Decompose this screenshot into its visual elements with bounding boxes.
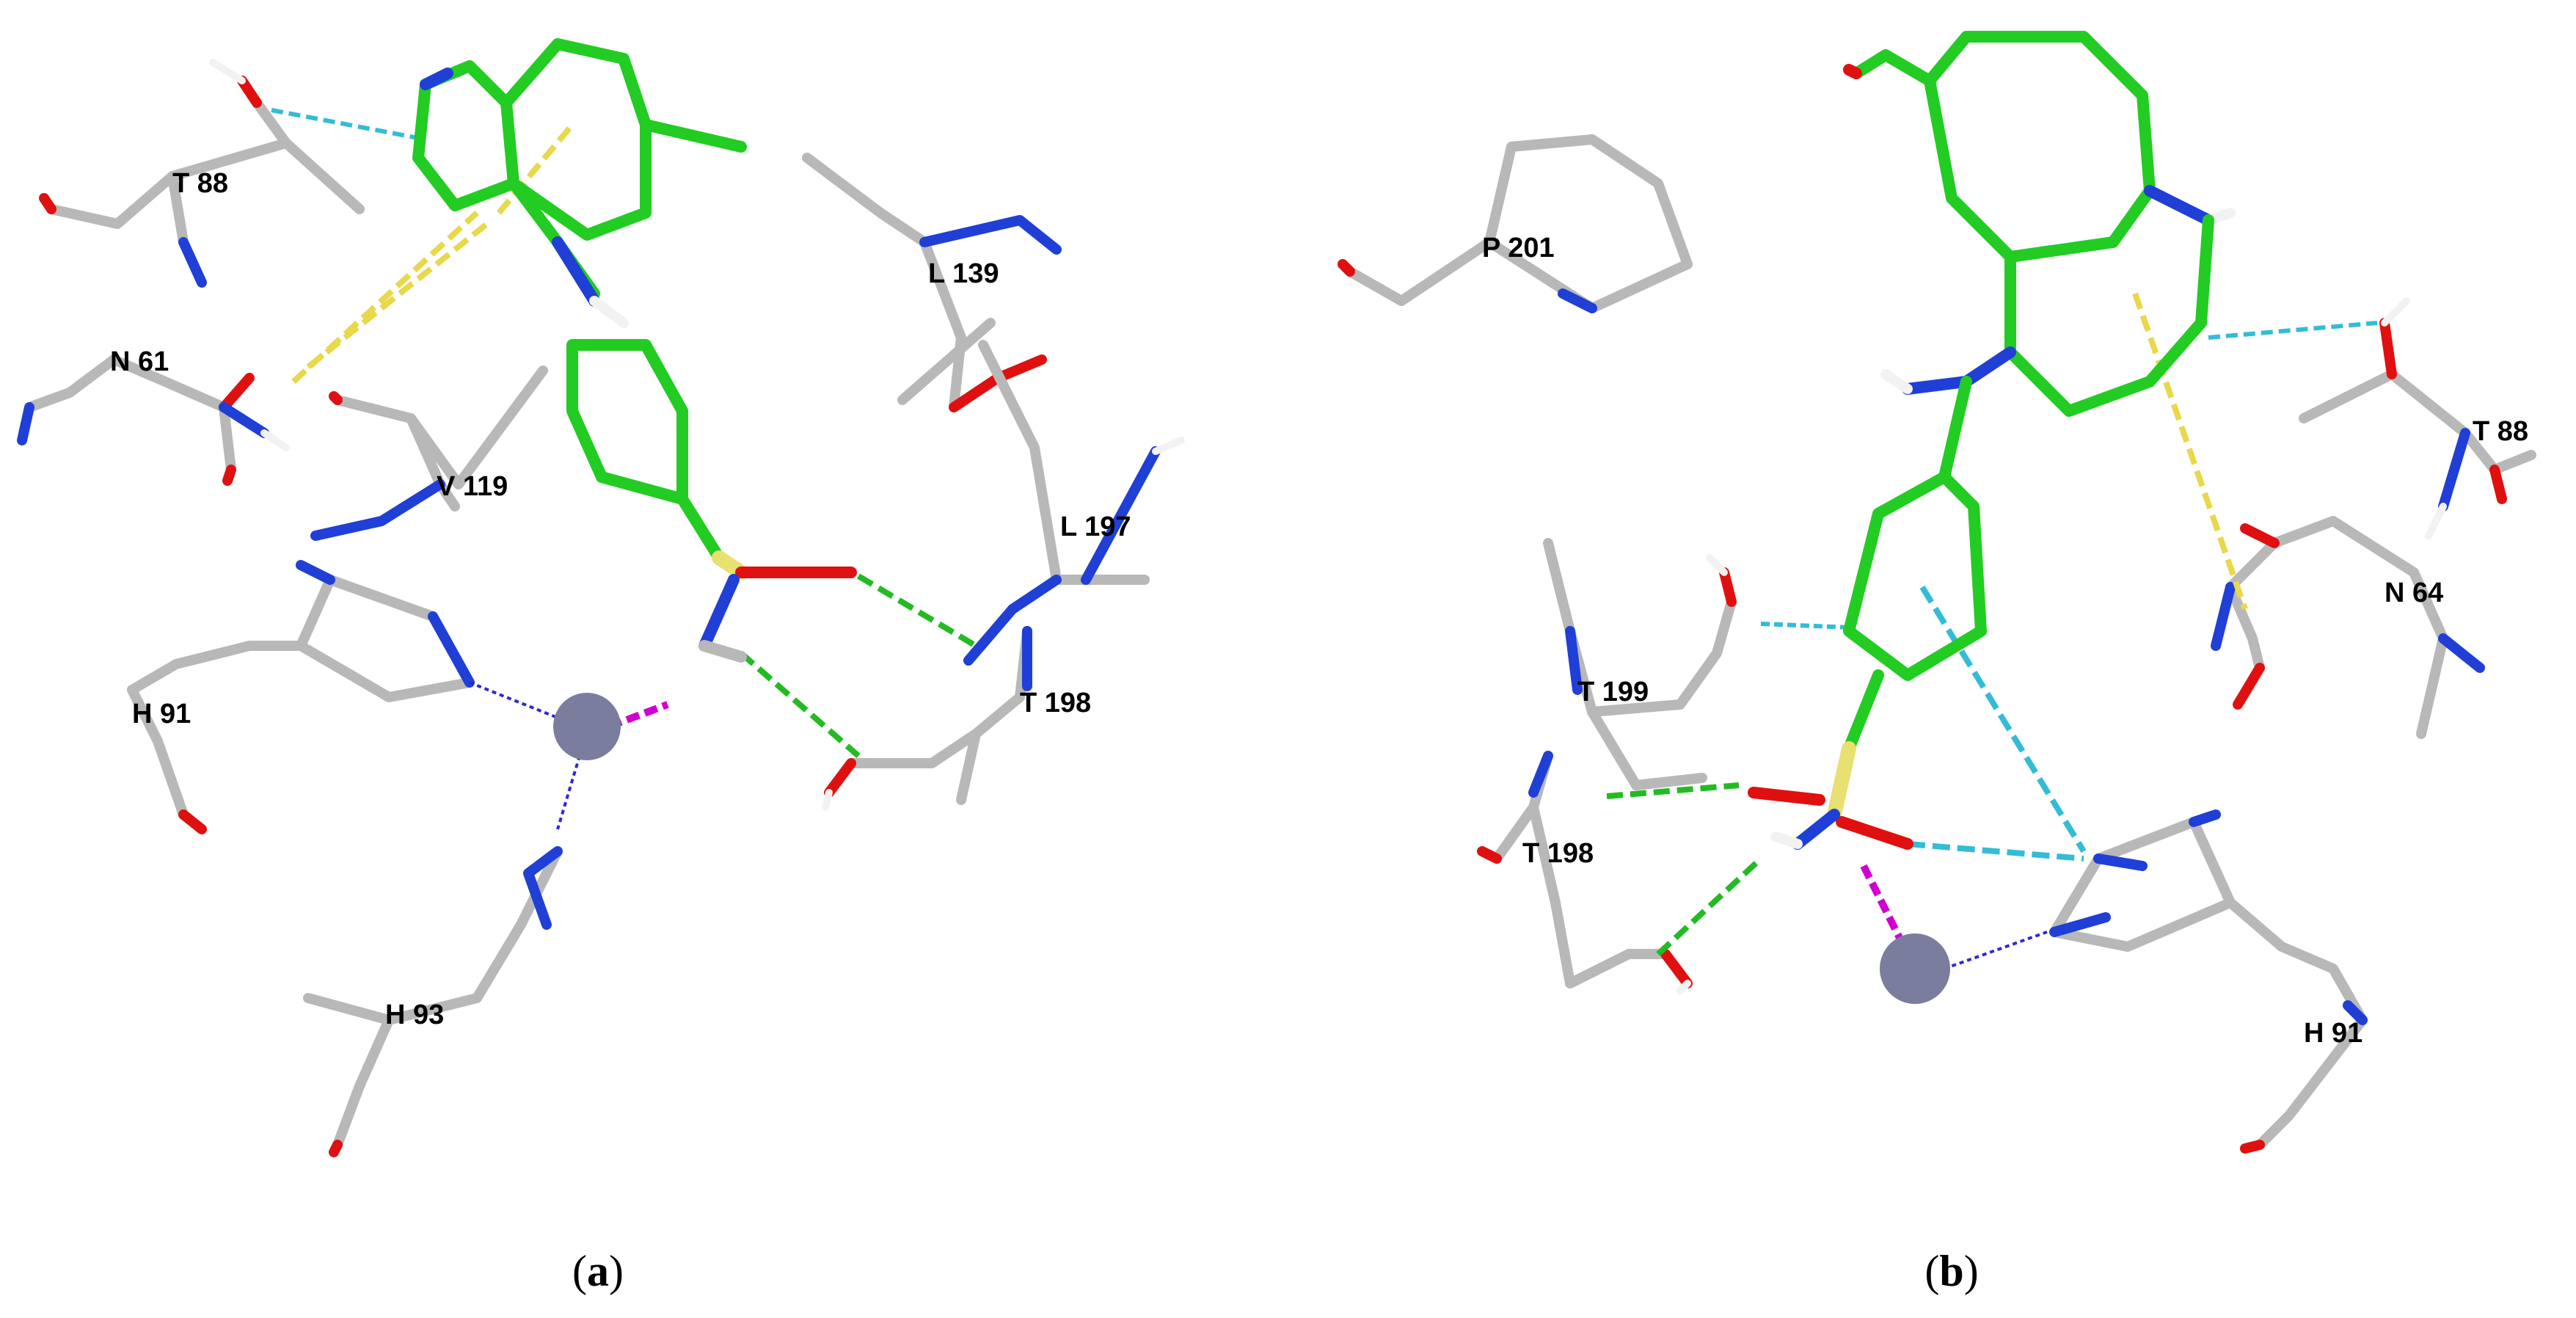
panel-a-label-t198: T 198 <box>1020 688 1091 718</box>
panel-a-residue-h91-sticks <box>127 560 475 834</box>
panel-b-label-t88: T 88 <box>2473 416 2528 447</box>
panel-a-residue-v119-sticks <box>310 365 548 541</box>
panel-b-ligand <box>1748 31 2236 850</box>
caption-b-letter: b <box>1939 1247 1963 1295</box>
caption-b: (b) <box>1924 1247 1978 1295</box>
panel-b-residue-t198-sticks <box>1477 751 1693 994</box>
panel-a-residue-n61-sticks <box>17 354 290 486</box>
panel-b-3d-model: P 201 T 88 N 64 T 199 T 198 H 91 <box>1338 31 2536 1154</box>
panel-b-label-p201: P 201 <box>1482 233 1555 263</box>
panel-a-label-l197: L 197 <box>1060 511 1131 542</box>
panel-a-residue-t198-sticks <box>822 626 1032 811</box>
panel-a-residue-t88-sticks <box>39 59 365 288</box>
panel-b-residue-labels: P 201 T 88 N 64 T 199 T 198 H 91 <box>1482 233 2528 1049</box>
panel-a-label-l139: L 139 <box>928 258 999 289</box>
panel-b-residue-n64-sticks <box>2211 516 2485 739</box>
panel-a-residue-labels: T 88 N 61 V 119 H 91 H 93 L 139 L 197 T … <box>110 168 1131 1030</box>
panel-b-label-t199: T 199 <box>1577 677 1649 707</box>
panel-b-residue-t88-sticks <box>2299 297 2536 539</box>
panel-b-label-h91: H 91 <box>2304 1018 2362 1049</box>
panel-a-3d-model: T 88 N 61 V 119 H 91 H 93 L 139 L 197 T … <box>17 38 1185 1157</box>
panel-a-label-t88: T 88 <box>172 168 228 199</box>
panel-a-label-h93: H 93 <box>385 1000 444 1030</box>
panel-b-residue-p201-sticks <box>1338 134 1693 313</box>
panel-a-residue-h93-sticks <box>303 846 563 1157</box>
caption-a: (a) <box>572 1247 624 1295</box>
panel-a-ligand <box>412 38 857 663</box>
caption-a-letter: a <box>587 1247 609 1295</box>
panel-a-label-n61: N 61 <box>110 346 169 377</box>
panel-a-label-v119: V 119 <box>437 471 508 502</box>
panel-a-zinc-ion <box>553 693 621 760</box>
panel-b-residue-h91-sticks <box>2049 809 2368 1154</box>
panel-b-interactions <box>1606 292 2378 970</box>
panel-a-label-h91: H 91 <box>132 699 191 729</box>
panel-a-residue-l197-sticks <box>963 340 1185 666</box>
panel-b-residue-t199-sticks <box>1543 538 1737 790</box>
panel-b-label-t198: T 198 <box>1522 838 1594 869</box>
panel-b-label-n64: N 64 <box>2385 578 2443 608</box>
panel-b-zinc-ion <box>1880 933 1950 1004</box>
